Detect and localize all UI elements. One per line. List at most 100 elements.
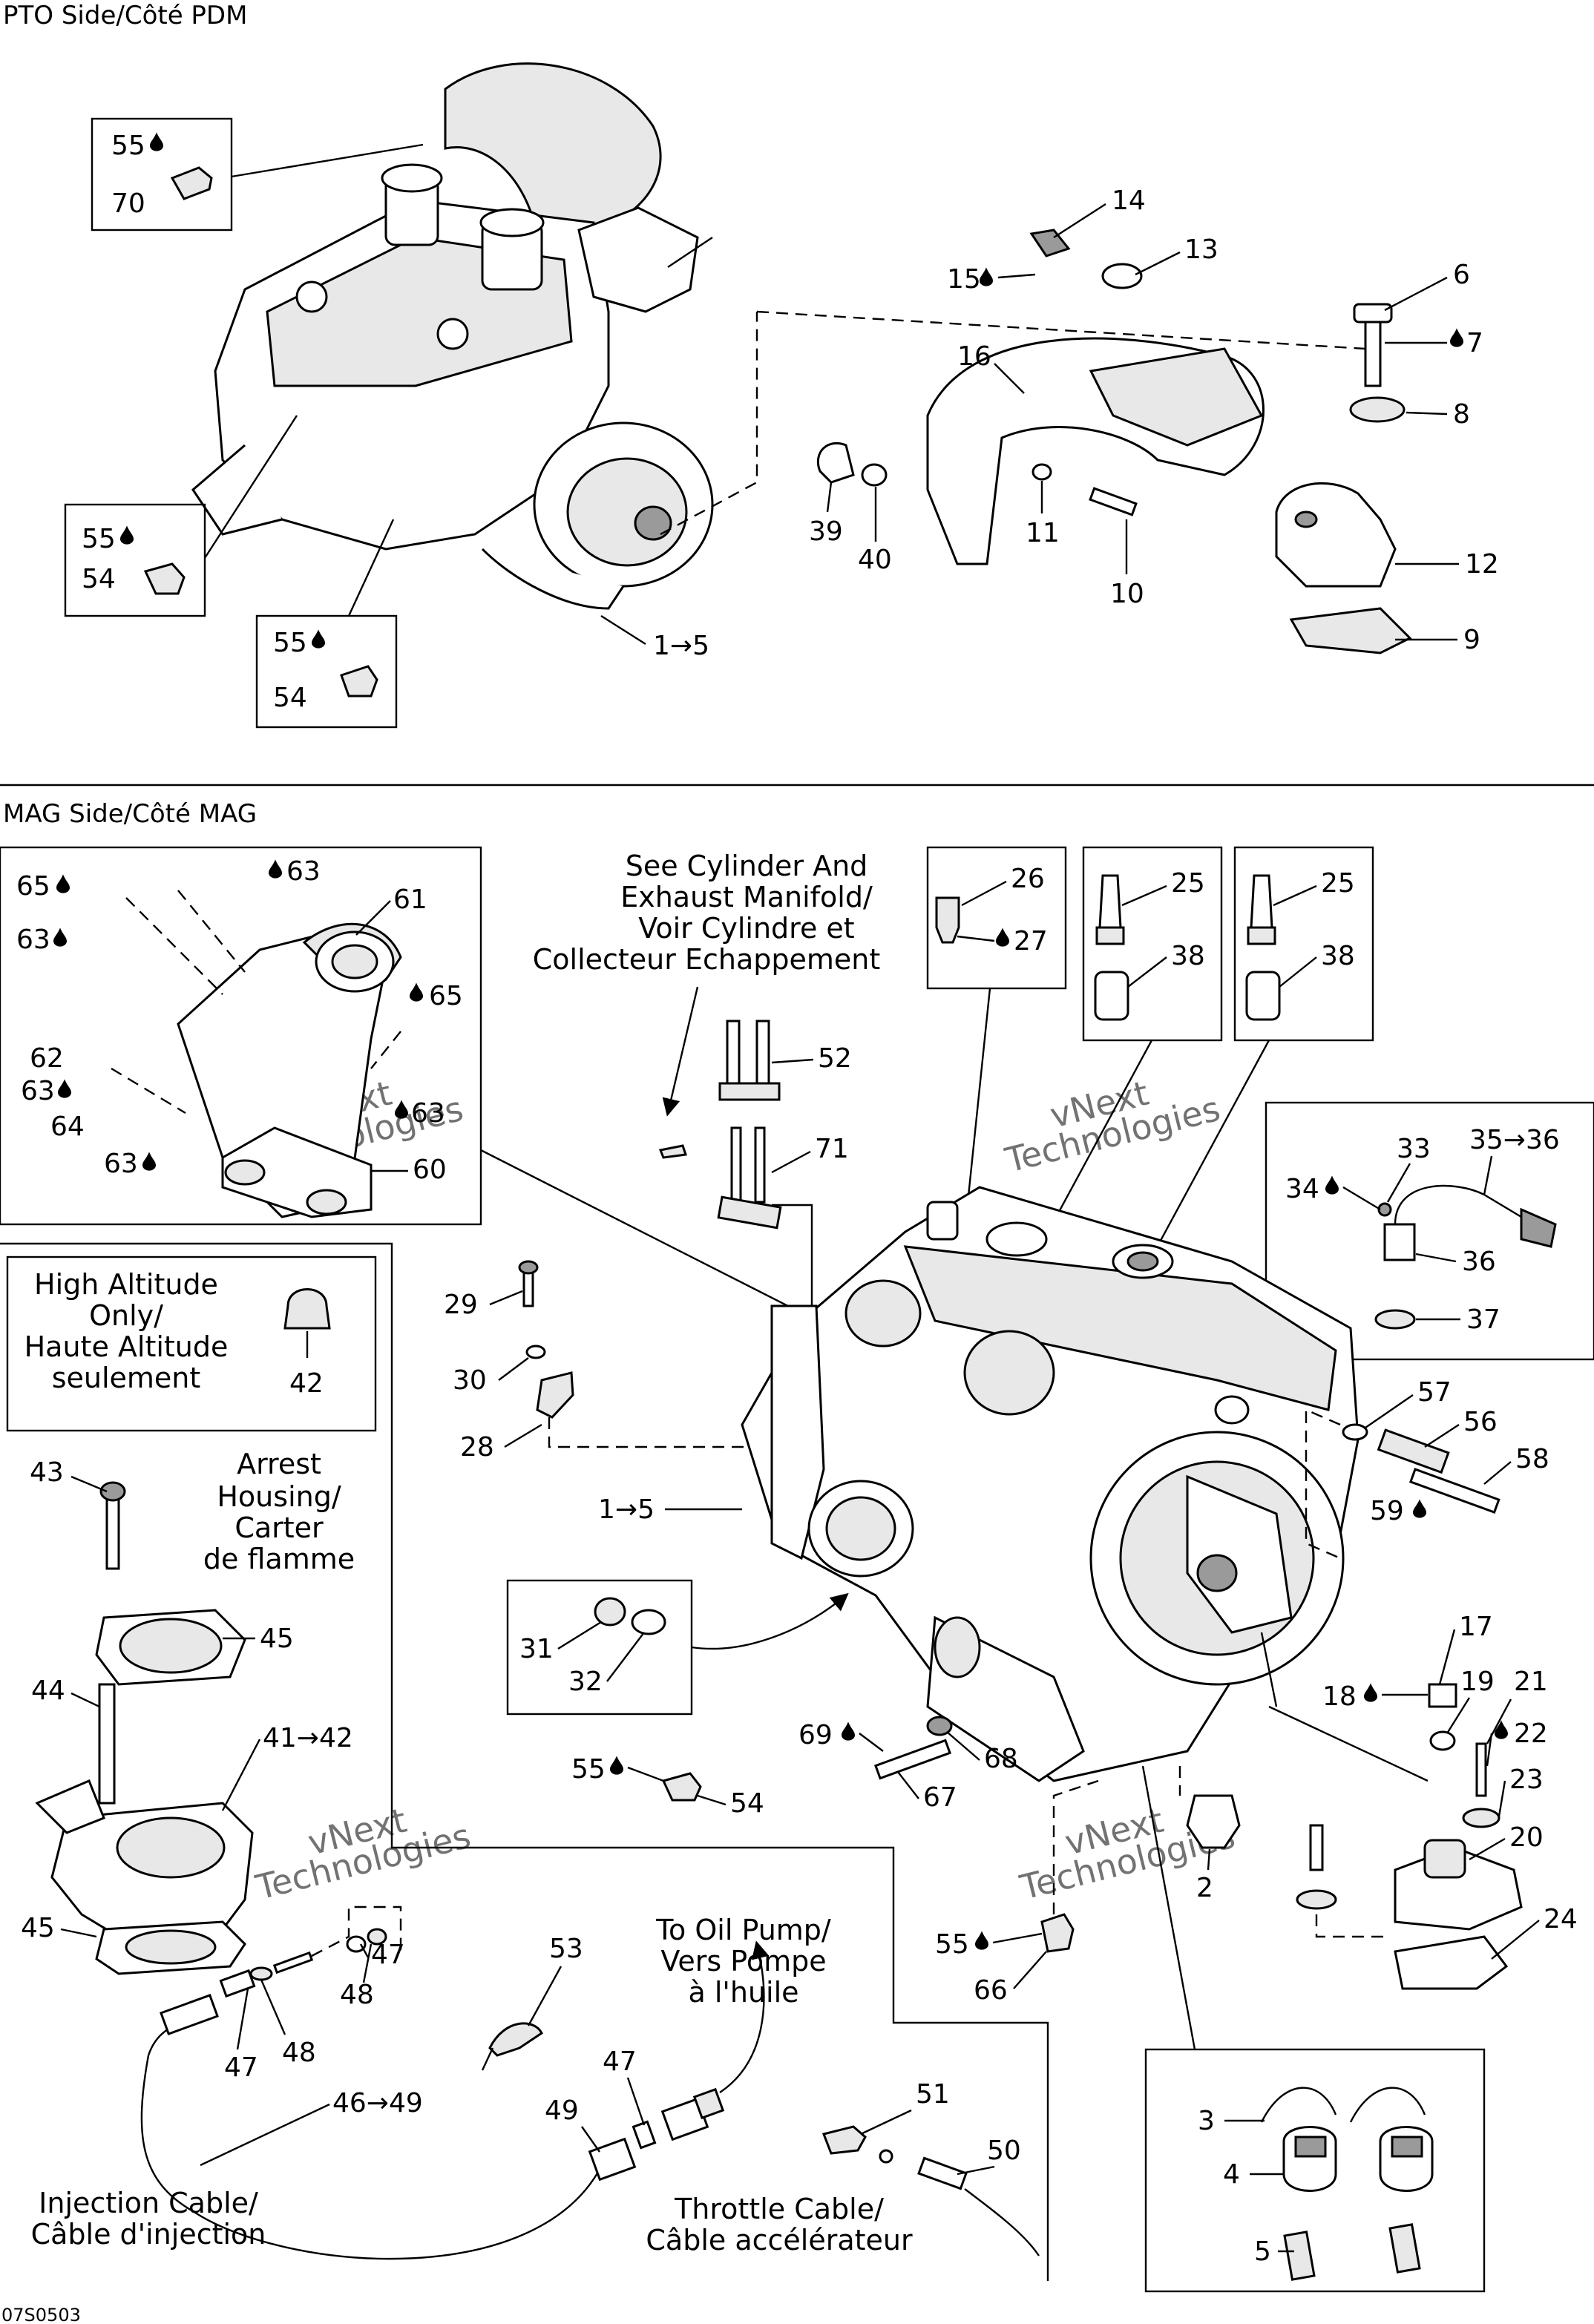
callout-box-55-54-bottom [255,614,398,729]
oil-drop-icon [1450,328,1463,347]
part-67-69-drawing [874,1716,953,1780]
oil-pump-note-line3: à l'huile [688,1976,798,2009]
callout-19: 19 [1460,1667,1495,1697]
callout-25: 25 [1171,868,1205,899]
callout-45: 45 [21,1913,55,1943]
callout-7: 7 [1466,328,1483,358]
callout-30: 30 [453,1365,487,1396]
callout-41-42: 41→42 [263,1723,353,1753]
high-altitude-note-line4: seulement [52,1362,201,1394]
throttle-cable-drawing [821,2125,1040,2256]
callout-61: 61 [393,884,427,915]
oil-drop-icon [1364,1683,1377,1702]
oil-drop-icon [842,1721,855,1741]
callout-17: 17 [1459,1612,1493,1642]
high-altitude-box [6,1255,377,1432]
callout-26: 26 [1011,864,1045,894]
callout-13: 13 [1184,234,1219,265]
oil-drop-icon [56,874,70,893]
callout-47: 47 [224,2052,258,2083]
pto-side-heading: PTO Side/Côté PDM [3,1,247,30]
callout-66: 66 [974,1975,1008,2006]
callout-48: 48 [282,2038,316,2068]
high-altitude-note-line2: Only/ [89,1299,163,1332]
mag-mount-drawing [1296,1683,1523,1990]
callout-3: 3 [1198,2106,1215,2136]
callout-63: 63 [411,1098,445,1129]
oil-drop-icon [996,928,1009,947]
callout-44: 44 [31,1675,65,1706]
oil-drop-icon [410,982,423,1002]
callout-37: 37 [1466,1304,1500,1335]
oil-drop-icon [312,629,325,649]
callout-53: 53 [549,1934,583,1964]
callout-45: 45 [260,1624,294,1654]
callout-29: 29 [444,1290,478,1320]
callout-55: 55 [571,1754,606,1785]
mag-side-heading: MAG Side/Côté MAG [3,799,257,829]
callout-70: 70 [111,188,145,219]
arrest-housing-drawing [35,1481,254,1975]
high-altitude-note-line3: Haute Altitude [24,1330,229,1363]
callout-48: 48 [340,1980,374,2010]
callout-33: 33 [1397,1134,1431,1164]
callout-box-3-5 [1144,2048,1486,2293]
callout-11: 11 [1026,518,1060,548]
callout-57: 57 [1417,1377,1452,1408]
see-cylinder-note-line4: Collecteur Echappement [533,943,881,976]
callout-59: 59 [1370,1496,1404,1526]
callout-2: 2 [1196,1873,1213,1903]
callout-32: 32 [568,1667,603,1697]
high-altitude-note-line1: High Altitude [34,1268,218,1301]
oil-drop-icon [53,928,67,947]
arrest-housing-note-line4: de flamme [203,1543,355,1575]
callout-64: 64 [50,1112,85,1142]
oil-pump-note-line1: To Oil Pump/ [655,1914,831,1946]
callout-63: 63 [21,1076,55,1106]
callout-28: 28 [460,1432,494,1463]
callout-54: 54 [82,564,116,594]
callout-63: 63 [286,856,321,887]
see-cylinder-note-line1: See Cylinder And [626,850,868,882]
oil-drop-icon [269,859,282,879]
callout-47: 47 [603,2046,637,2077]
callout-27: 27 [1014,926,1048,956]
callout-15: 15 [947,264,981,295]
callout-38: 38 [1171,941,1205,971]
callout-22: 22 [1514,1719,1548,1749]
callout-box-26-27 [926,846,1067,990]
callout-65: 65 [16,871,50,902]
callout-60: 60 [413,1155,447,1185]
injection-cable-note-line2: Câble d'injection [31,2218,266,2251]
oil-pump-note-line2: Vers Pompe [660,1945,826,1977]
callout-54: 54 [730,1788,764,1819]
oil-drop-icon [120,525,134,545]
exhaust-manifold-drawing [111,890,402,1218]
callout-box-55-70 [91,117,233,232]
oil-drop-icon [975,1931,988,1950]
callout-12: 12 [1465,549,1499,580]
oil-drop-icon [150,132,163,151]
callout-42: 42 [289,1368,324,1399]
part-28-30-drawing [518,1260,574,1419]
callout-46-49: 46→49 [332,2088,423,2118]
callout-box-25-38-left [1082,846,1223,1042]
callout-55: 55 [111,131,145,161]
callout-5: 5 [1254,2236,1271,2267]
oil-drop-icon [142,1152,156,1171]
callout-18: 18 [1322,1681,1357,1712]
callout-68: 68 [984,1744,1018,1774]
part-52-71-drawing [658,1020,782,1230]
see-cylinder-note-line3: Voir Cylindre et [638,912,854,945]
callout-54: 54 [273,683,307,713]
callout-52: 52 [818,1043,852,1074]
callout-40: 40 [858,545,892,575]
injection-cable-drawing [140,1906,770,2260]
oil-drop-icon [58,1079,71,1098]
callout-21: 21 [1514,1667,1548,1697]
part-56-59-drawing [1305,1408,1500,1560]
callout-1-5: 1→5 [653,631,709,661]
callout-24: 24 [1544,1904,1578,1934]
arrest-housing-note-line3: Carter [234,1511,324,1544]
